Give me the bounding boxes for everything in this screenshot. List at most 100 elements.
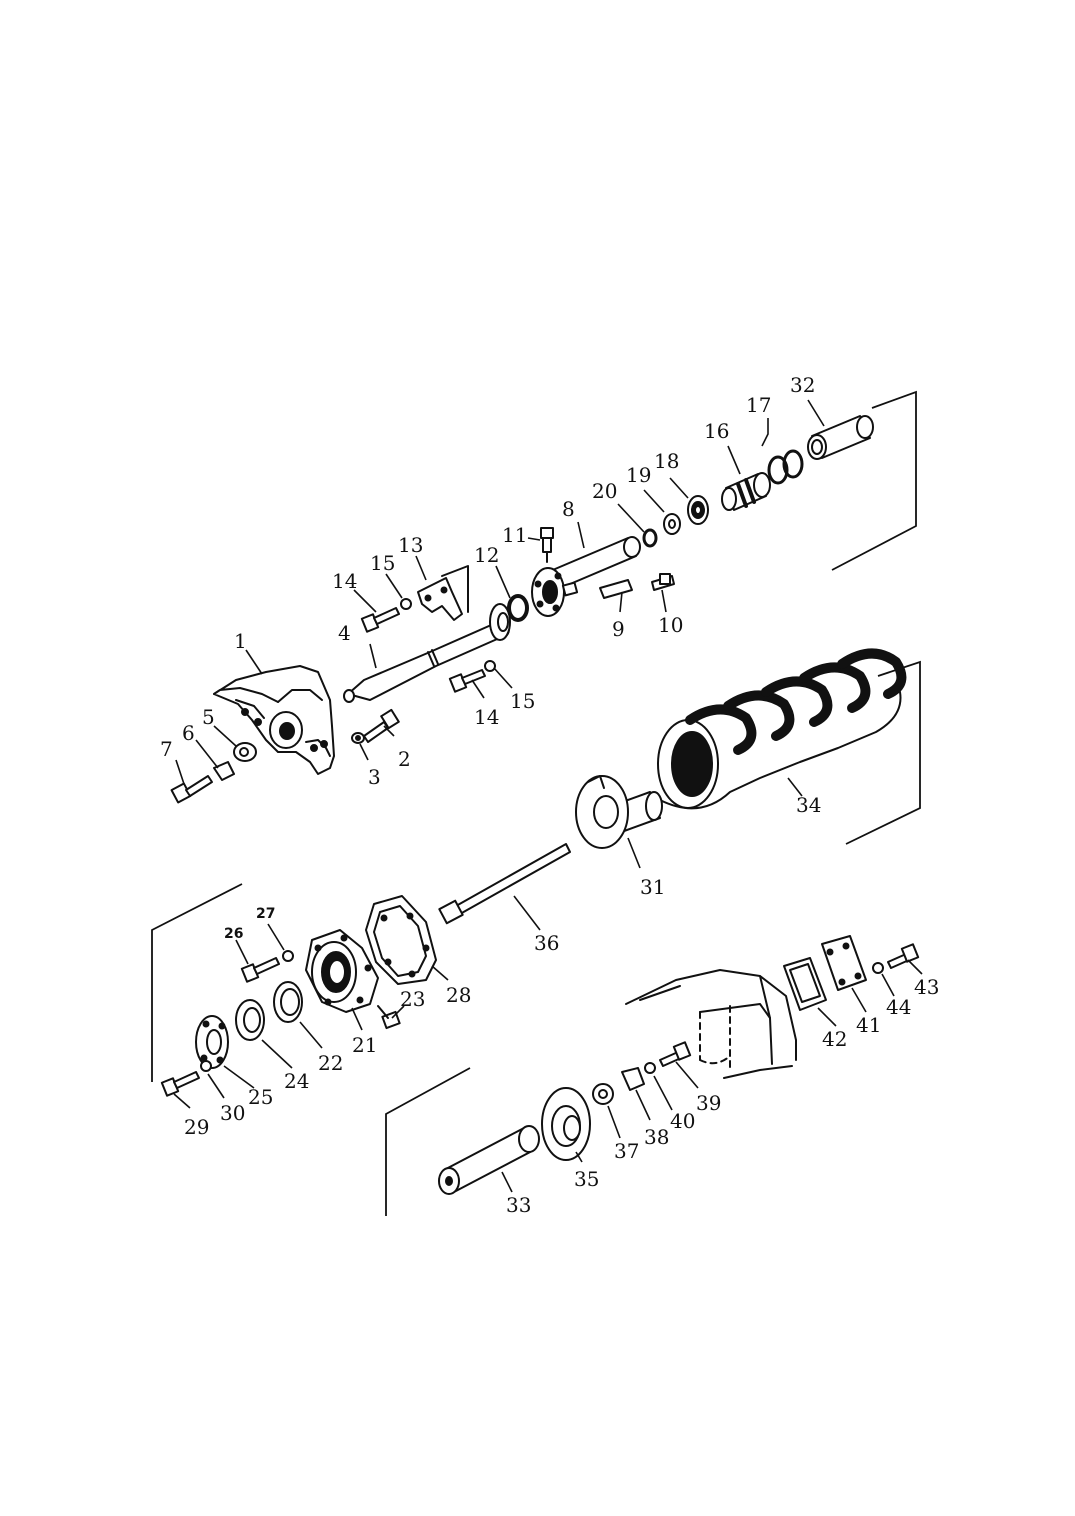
part-24-bushing <box>235 999 265 1041</box>
frame-middle <box>845 660 921 845</box>
part-28-gasket <box>365 895 437 985</box>
part-41-plate <box>821 935 867 991</box>
label-part-20: 20 <box>592 479 617 503</box>
part-11-fitting <box>540 527 554 563</box>
label-part-37: 37 <box>614 1139 639 1163</box>
part-1-yoke-bracket <box>213 665 335 775</box>
part-34-recoil-spring <box>657 648 907 810</box>
label-part-24: 24 <box>284 1069 309 1093</box>
part-27-washer <box>282 950 294 962</box>
label-part-17: 17 <box>746 393 771 417</box>
label-part-14-lower: 14 <box>474 705 499 729</box>
part-14-bolt-lower <box>448 669 486 693</box>
part-18-bearing <box>687 495 709 525</box>
label-part-32: 32 <box>790 373 815 397</box>
part-43-bolt <box>887 943 920 969</box>
part-33-pin <box>438 1125 540 1195</box>
part-35-collar <box>541 1087 591 1161</box>
frame-lower-left <box>151 883 243 1082</box>
part-15-washer-lower <box>484 660 496 672</box>
part-40-washer <box>644 1062 656 1074</box>
part-4-rod <box>343 619 510 703</box>
part-21-housing <box>305 929 379 1013</box>
label-part-16: 16 <box>704 419 729 443</box>
part-38-lock-clip <box>621 1067 645 1091</box>
part-2-bolt <box>363 708 400 743</box>
label-part-14-upper: 14 <box>332 569 357 593</box>
part-39-bolt <box>659 1041 692 1067</box>
label-part-42: 42 <box>822 1027 847 1051</box>
part-labels: 1 2 3 4 5 6 7 8 9 10 11 12 13 14 14 15 1… <box>160 373 939 1217</box>
label-part-36: 36 <box>534 931 559 955</box>
part-25-cover <box>195 1015 229 1069</box>
label-part-30: 30 <box>220 1101 245 1125</box>
label-part-27: 27 <box>256 906 275 922</box>
label-part-26: 26 <box>224 926 243 942</box>
label-part-34: 34 <box>796 793 821 817</box>
label-part-7: 7 <box>160 737 173 761</box>
label-part-8: 8 <box>562 497 575 521</box>
label-part-21: 21 <box>352 1033 377 1057</box>
part-7-bolt <box>170 775 213 804</box>
label-part-19: 19 <box>626 463 651 487</box>
part-44-washer <box>872 962 884 974</box>
label-part-23: 23 <box>400 987 425 1011</box>
part-42-gasket-plate <box>783 957 827 1011</box>
part-13-bracket <box>417 565 469 621</box>
part-23-fitting <box>377 1005 401 1030</box>
part-6-lock-plate <box>213 761 235 781</box>
label-part-29: 29 <box>184 1115 209 1139</box>
part-9-valve <box>561 579 633 599</box>
label-part-11: 11 <box>502 523 527 547</box>
label-part-22: 22 <box>318 1051 343 1075</box>
part-17-seal-set <box>767 449 804 485</box>
part-29-bolt <box>160 1071 200 1097</box>
label-part-3: 3 <box>368 765 381 789</box>
part-3-washer <box>351 732 365 744</box>
label-part-4: 4 <box>338 621 351 645</box>
label-part-38: 38 <box>644 1125 669 1149</box>
label-part-15-upper: 15 <box>370 551 395 575</box>
part-30-washer <box>200 1060 212 1072</box>
part-4-flange <box>489 603 511 641</box>
part-5-nut <box>233 742 257 762</box>
frame-bottom <box>385 1067 471 1216</box>
part-15-washer-upper <box>400 598 412 610</box>
label-part-33: 33 <box>506 1193 531 1217</box>
label-part-35: 35 <box>574 1167 599 1191</box>
part-36-long-bolt <box>438 843 571 925</box>
part-31-spring-seat <box>575 775 663 849</box>
label-part-39: 39 <box>696 1091 721 1115</box>
part-26-bolt <box>240 957 280 983</box>
leader-lines <box>173 399 923 1193</box>
label-part-6: 6 <box>182 721 195 745</box>
label-part-10: 10 <box>658 613 683 637</box>
part-20-snap-ring <box>642 528 658 548</box>
part-16-piston <box>721 472 771 511</box>
label-part-13: 13 <box>398 533 423 557</box>
part-12-o-ring <box>507 594 529 622</box>
label-part-41: 41 <box>856 1013 881 1037</box>
part-19-washer <box>663 513 681 535</box>
label-part-43: 43 <box>914 975 939 999</box>
part-14-bolt-upper <box>360 607 400 633</box>
part-37-nut <box>592 1083 614 1105</box>
label-part-44: 44 <box>886 995 911 1019</box>
label-part-1: 1 <box>234 629 247 653</box>
frame-top <box>831 390 917 571</box>
label-part-28: 28 <box>446 983 471 1007</box>
part-22-oil-seal <box>273 981 303 1023</box>
label-part-5: 5 <box>202 705 215 729</box>
part-8-cylinder <box>531 536 641 617</box>
label-part-31: 31 <box>640 875 665 899</box>
label-part-2: 2 <box>398 747 411 771</box>
part-32-sleeve <box>807 415 874 460</box>
label-part-12: 12 <box>474 543 499 567</box>
label-part-15-lower: 15 <box>510 689 535 713</box>
part-10-plug <box>651 573 675 591</box>
label-part-18: 18 <box>654 449 679 473</box>
label-part-25: 25 <box>248 1085 273 1109</box>
label-part-40: 40 <box>670 1109 695 1133</box>
frame-body <box>625 969 797 1079</box>
